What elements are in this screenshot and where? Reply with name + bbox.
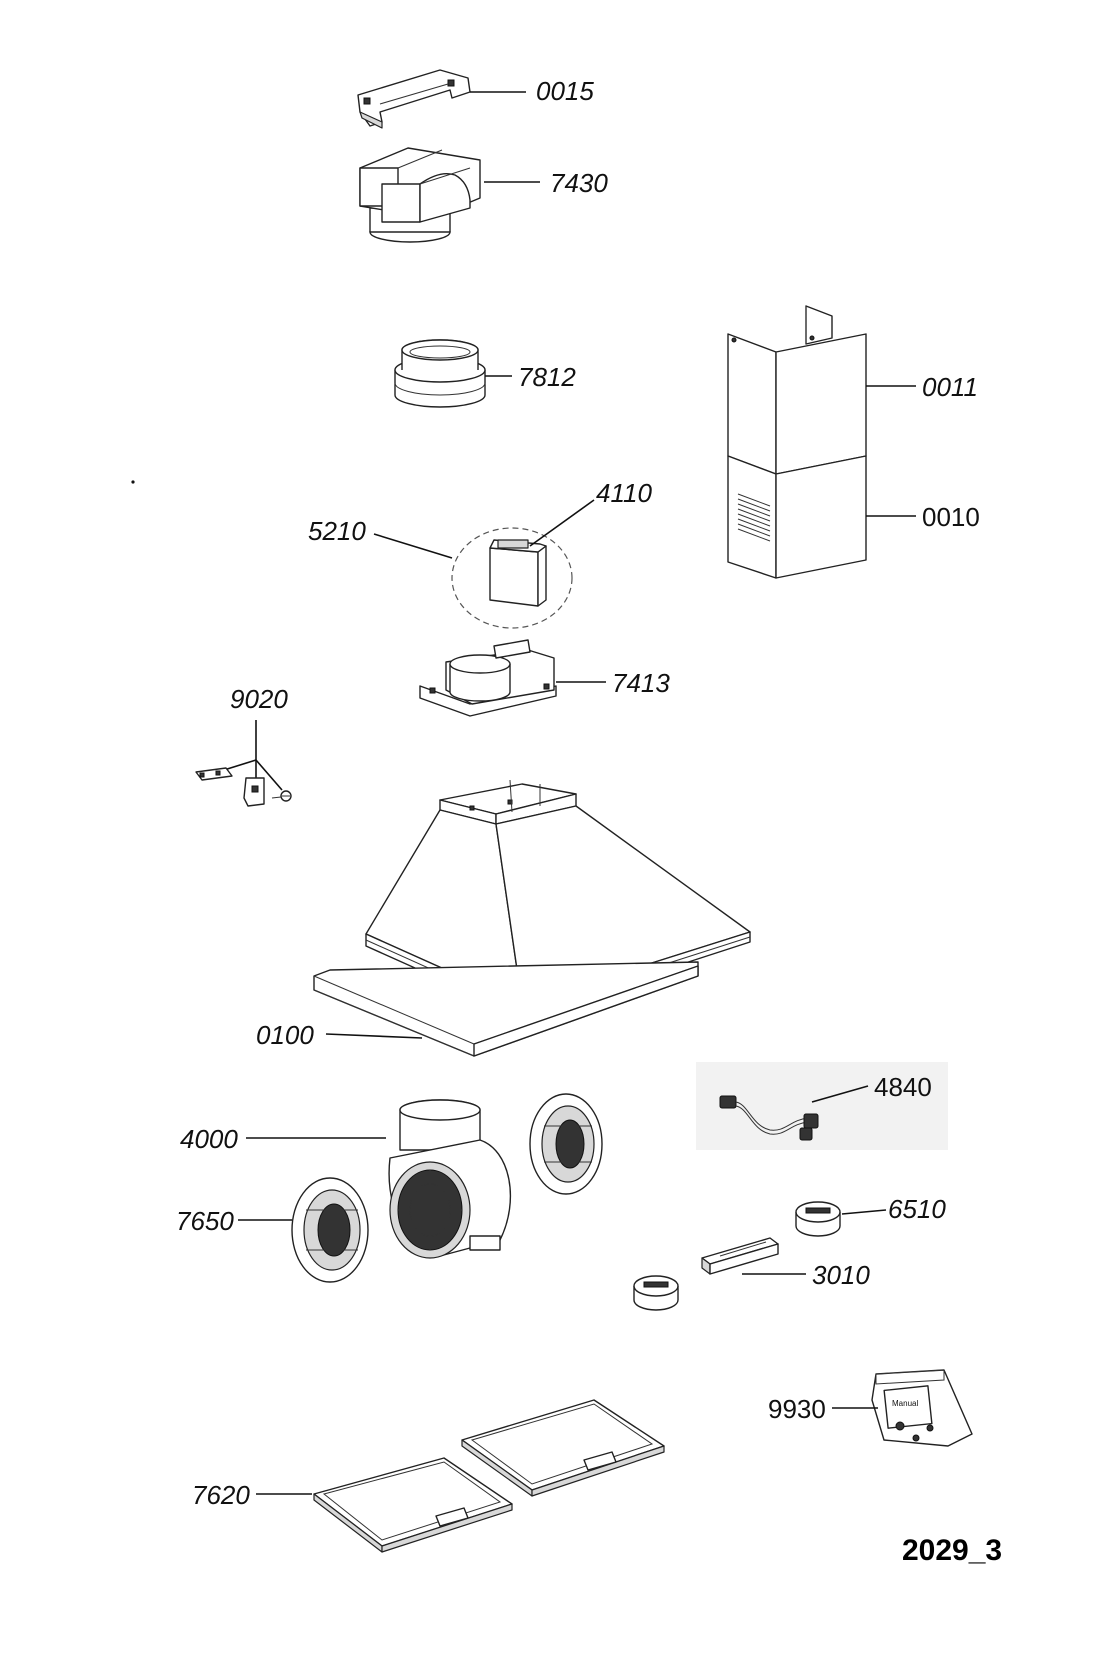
part-7430-duct-connector xyxy=(359,147,481,243)
leader-4110 xyxy=(529,499,595,547)
label-4000: 4000 xyxy=(180,1124,238,1154)
label-0015: 0015 xyxy=(536,76,594,106)
stray-dot xyxy=(131,480,135,484)
label-7430: 7430 xyxy=(550,168,608,198)
label-3010: 3010 xyxy=(812,1260,870,1290)
chimney-vent-grille xyxy=(737,493,771,542)
part-6510-knob-lower xyxy=(633,1275,679,1311)
label-7650: 7650 xyxy=(176,1206,234,1236)
label-5210: 5210 xyxy=(308,516,366,546)
part-3010-control-board xyxy=(701,1237,779,1275)
label-0010: 0010 xyxy=(922,502,980,532)
label-9020: 9020 xyxy=(230,684,288,714)
manual-sheet-text: Manual xyxy=(892,1399,918,1408)
label-4110: 4110 xyxy=(596,478,652,508)
part-7620-grease-filter-lower xyxy=(313,1457,513,1553)
part-0015-bracket xyxy=(357,69,471,129)
label-7620: 7620 xyxy=(192,1480,250,1510)
part-7620-grease-filter-upper xyxy=(461,1399,665,1497)
part-4840-cable xyxy=(719,1095,819,1141)
label-7413: 7413 xyxy=(612,668,670,698)
leader-9020-a xyxy=(223,759,257,771)
part-9020-fixing-kit xyxy=(195,767,292,807)
leader-5210 xyxy=(373,533,453,559)
leader-9020-c xyxy=(255,759,283,791)
label-7812: 7812 xyxy=(518,362,576,392)
label-0011: 0011 xyxy=(922,372,978,402)
label-4840: 4840 xyxy=(874,1072,932,1102)
part-9930-manual-bag: Manual xyxy=(871,1369,973,1447)
leader-4840 xyxy=(811,1085,869,1103)
leader-0100 xyxy=(325,1033,423,1039)
part-7650-fan-cover-left xyxy=(291,1177,369,1283)
part-7650-fan-cover-right xyxy=(529,1093,603,1195)
label-6510: 6510 xyxy=(888,1194,946,1224)
part-0010-lower-chimney xyxy=(727,455,867,579)
label-9930: 9930 xyxy=(768,1394,826,1424)
part-4840-shadow-area xyxy=(696,1062,948,1150)
leader-6510 xyxy=(841,1209,887,1215)
label-0100: 0100 xyxy=(256,1020,314,1050)
part-5210-filter-group-outline xyxy=(451,527,573,629)
part-0011-upper-chimney xyxy=(727,305,867,475)
part-4110-carbon-filter xyxy=(489,539,547,607)
part-7413-motor-support xyxy=(419,639,557,717)
part-0100-frame xyxy=(313,961,699,1057)
part-6510-knob-upper xyxy=(795,1201,841,1237)
drawing-id: 2029_3 xyxy=(902,1534,1002,1567)
part-7812-adapter-ring xyxy=(394,339,486,408)
part-4000-motor xyxy=(388,1099,512,1259)
